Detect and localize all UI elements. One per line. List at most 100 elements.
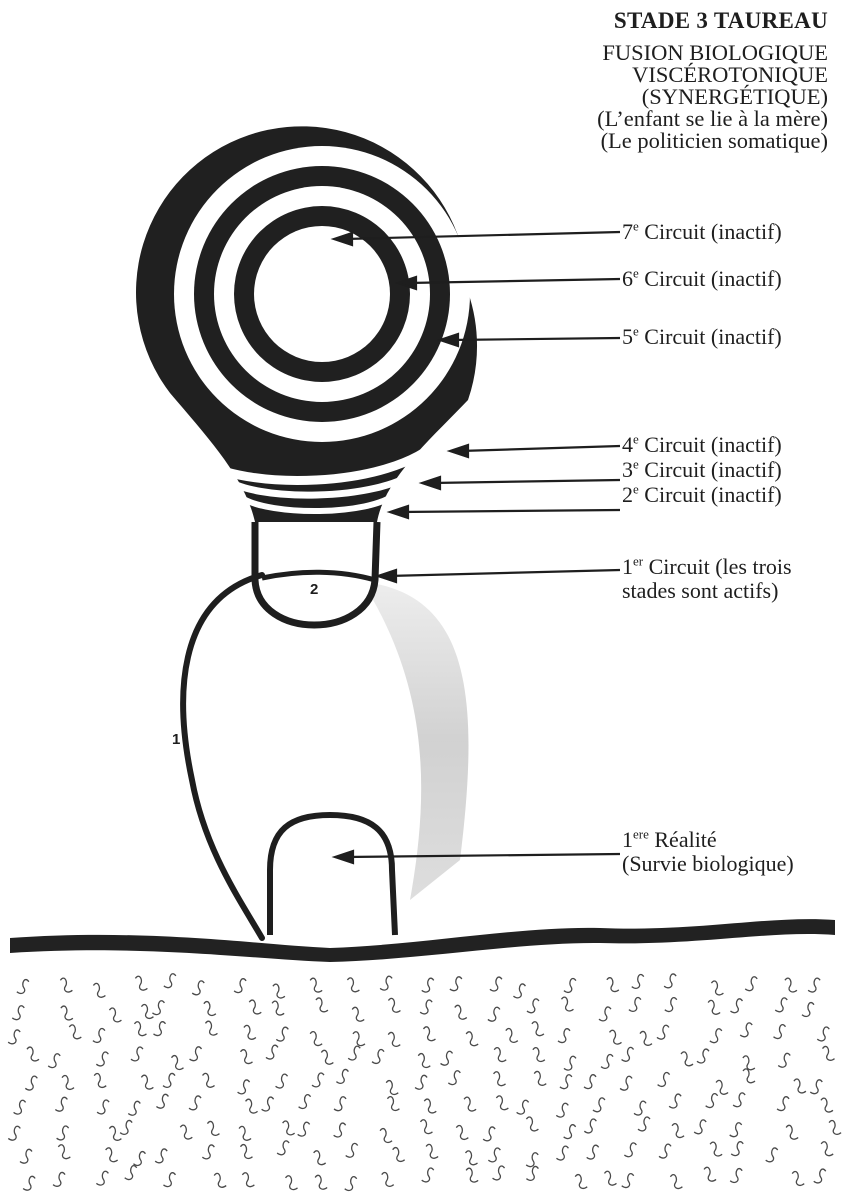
- label-number: 7: [622, 219, 633, 244]
- ground-squiggle: [155, 1149, 167, 1163]
- ground-squiggle: [190, 1047, 202, 1061]
- ground-squiggle: [96, 1052, 108, 1066]
- label-ordinal: ere: [633, 827, 649, 842]
- ground-squiggle: [189, 1096, 201, 1110]
- ground-squiggle: [207, 1121, 219, 1135]
- ground-texture: [8, 974, 841, 1191]
- ground-squiggle: [422, 978, 434, 992]
- ground-squiggle: [821, 1098, 833, 1112]
- subtitle-line: (Le politicien somatique): [597, 130, 828, 152]
- ground-squiggle: [420, 1120, 432, 1134]
- ground-squiggle: [814, 1169, 826, 1183]
- label-text: Circuit (inactif): [639, 432, 782, 457]
- ground-squiggle: [14, 1100, 26, 1114]
- ground-squiggle: [464, 1097, 476, 1111]
- ground-squiggle: [730, 999, 742, 1013]
- ground-squiggle: [708, 1000, 720, 1014]
- ground-squiggle: [266, 1045, 278, 1059]
- ground-squiggle: [96, 1171, 108, 1185]
- ground-squiggle: [382, 1172, 394, 1186]
- ground-squiggle: [69, 1025, 81, 1039]
- ground-squiggle: [415, 1075, 427, 1089]
- ground-squiggle: [730, 1169, 742, 1183]
- ground-squiggle: [141, 1075, 153, 1089]
- ground-squiggle: [575, 1175, 587, 1189]
- ground-squiggle: [664, 974, 676, 988]
- label-circuit-2: 2e Circuit (inactif): [622, 483, 782, 507]
- ground-squiggle: [310, 978, 322, 992]
- ground-squiggle: [490, 977, 502, 991]
- ground-squiggle: [829, 1120, 841, 1134]
- ground-squiggle: [418, 1054, 430, 1068]
- ground-squiggle: [422, 1168, 434, 1182]
- ground-squiggle: [466, 1151, 478, 1165]
- subtitle-block: FUSION BIOLOGIQUE VISCÉROTONIQUE (SYNERG…: [597, 42, 828, 152]
- ground-squiggle: [556, 1146, 568, 1160]
- ground-squiggle: [316, 998, 328, 1012]
- ground-squiggle: [312, 1073, 324, 1087]
- ground-squiggle: [426, 1144, 438, 1158]
- ground-squiggle: [276, 1074, 288, 1088]
- label-number: 4: [622, 432, 633, 457]
- ground-squiggle: [93, 983, 105, 997]
- ground-squiggle: [346, 1143, 358, 1157]
- ground-squiggle: [135, 976, 147, 990]
- ground-squiggle: [558, 1029, 570, 1043]
- ground-squiggle: [493, 1166, 505, 1180]
- ground-squiggle: [214, 1173, 226, 1187]
- ground-squiggle: [731, 1142, 743, 1156]
- ground-squiggle: [561, 997, 573, 1011]
- ground-squiggle: [817, 1027, 829, 1041]
- ground-squiggle: [706, 1094, 718, 1108]
- ground-squiggle: [156, 1094, 168, 1108]
- ground-squiggle: [711, 981, 723, 995]
- ground-squiggle: [466, 1032, 478, 1046]
- ground-squiggle: [388, 1032, 400, 1046]
- ground-squiggle: [778, 1053, 790, 1067]
- ground-squiggle: [785, 978, 797, 992]
- ground-squiggle: [23, 1176, 35, 1190]
- ground-squiggle: [658, 1073, 670, 1087]
- ground-squiggle: [823, 1046, 835, 1060]
- ground-squiggle: [272, 1001, 284, 1015]
- ground-squiggle: [640, 1031, 652, 1045]
- ground-squiggle: [241, 1050, 253, 1064]
- ground-squiggle: [61, 1006, 73, 1020]
- ground-squiggle: [455, 1005, 467, 1019]
- ground-squiggle: [694, 1120, 706, 1134]
- ground-squiggle: [730, 1123, 742, 1137]
- ground-squiggle: [556, 1103, 568, 1117]
- ground-squiggle: [420, 1000, 432, 1014]
- label-text: Réalité: [649, 827, 717, 852]
- arrowhead-c1: [378, 570, 396, 582]
- label-number: 6: [622, 266, 633, 291]
- ground-squiggle: [513, 984, 525, 998]
- ground-squiggle: [441, 1051, 453, 1065]
- ground-squiggle: [584, 1119, 596, 1133]
- ground-squiggle: [743, 1056, 755, 1070]
- ground-squiggle: [622, 1174, 634, 1188]
- ground-squiggle: [25, 1076, 37, 1090]
- ground-squiggle: [202, 1145, 214, 1159]
- ground-squiggle: [57, 1126, 69, 1140]
- ground-squiggle: [348, 1046, 360, 1060]
- ground-squiggle: [534, 1071, 546, 1085]
- ground-squiggle: [506, 1028, 518, 1042]
- ground-squiggle: [12, 1006, 24, 1020]
- marker-two: 2: [310, 581, 318, 598]
- ground-squiggle: [740, 1023, 752, 1037]
- ground-squiggle: [345, 1177, 357, 1191]
- subtitle-line: (SYNERGÉTIQUE): [597, 86, 828, 108]
- ground-squiggle: [276, 1027, 288, 1041]
- ground-squiggle: [564, 978, 576, 992]
- ground-squiggle: [560, 1075, 572, 1089]
- ground-squiggle: [526, 1166, 538, 1180]
- ground-squiggle: [802, 1003, 814, 1017]
- ground-squiggle: [601, 1054, 613, 1068]
- label-ordinal: er: [633, 554, 643, 569]
- ground-squiggle: [488, 1148, 500, 1162]
- arrowhead-reality: [335, 851, 353, 863]
- label-text: Circuit (inactif): [639, 324, 782, 349]
- subtitle-line: FUSION BIOLOGIQUE: [597, 42, 828, 64]
- arrow-reality: [345, 854, 620, 857]
